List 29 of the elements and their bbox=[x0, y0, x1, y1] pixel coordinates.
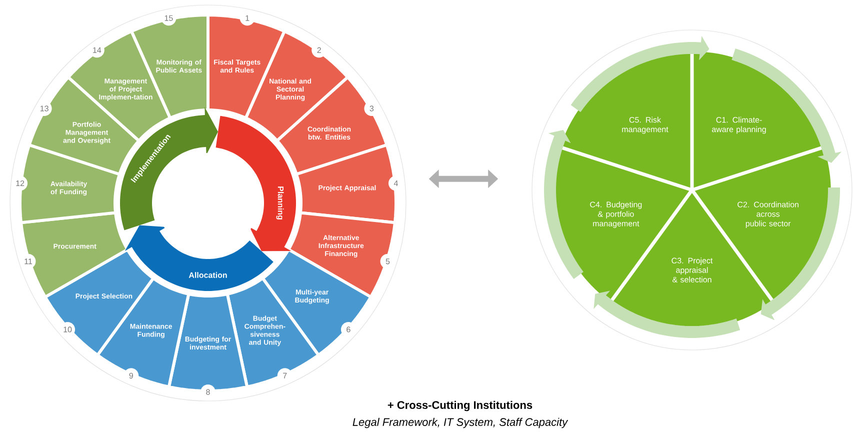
pie-slice: C5. Risk management bbox=[560, 52, 690, 188]
caption-text: Legal Framework, IT System, Staff Capacity bbox=[352, 418, 568, 428]
number-badge: 3 bbox=[364, 101, 380, 116]
node-label: C5. Risk management bbox=[622, 116, 668, 134]
stage-band: Allocation bbox=[124, 225, 274, 291]
number-badge: 4 bbox=[388, 176, 404, 191]
number-badge: 6 bbox=[340, 322, 356, 337]
wheel-outline bbox=[10, 4, 406, 402]
number-badge: 9 bbox=[124, 368, 139, 384]
wheel-outline bbox=[532, 30, 852, 350]
number-badge: 10 bbox=[60, 322, 76, 337]
cycle-arrow bbox=[732, 48, 842, 164]
number-badge: 13 bbox=[36, 101, 52, 116]
number-badge: 2 bbox=[312, 42, 327, 58]
number-badge: 8 bbox=[200, 384, 216, 400]
stage-band: Planning bbox=[216, 116, 296, 252]
caption-heading: + Cross-Cutting Institutions bbox=[388, 400, 532, 412]
number-badge: 7 bbox=[277, 368, 292, 384]
number-badge: 11 bbox=[20, 254, 36, 269]
cycle-arrow bbox=[759, 186, 840, 320]
number-badge: 1 bbox=[240, 10, 255, 26]
cycle-arrow bbox=[544, 128, 584, 279]
node-label: C1. Climate-aware planning bbox=[712, 116, 766, 134]
number-badge: 5 bbox=[380, 254, 396, 269]
number-badge: 12 bbox=[12, 176, 28, 191]
cycle-arrow bbox=[570, 36, 710, 112]
number-badge: 15 bbox=[161, 10, 176, 26]
number-badge: 14 bbox=[89, 42, 104, 58]
pie-slice: C1. Climate-aware planning bbox=[694, 52, 824, 188]
